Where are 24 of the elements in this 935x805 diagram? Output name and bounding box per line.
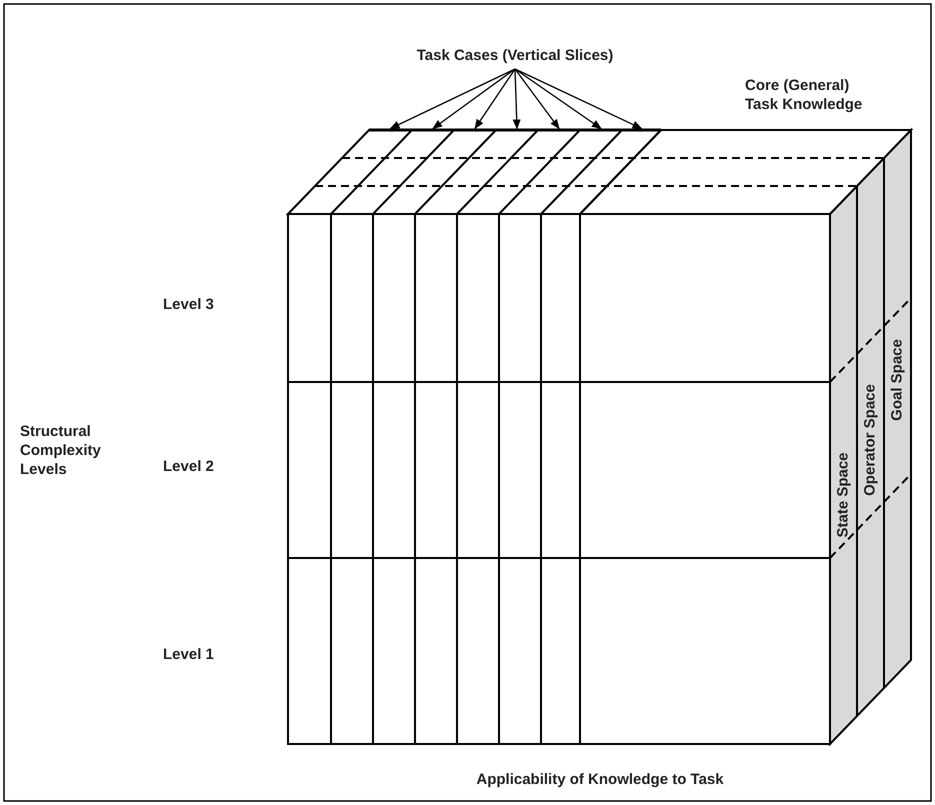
axis-label: Structural Complexity Levels [20, 422, 102, 479]
arrow [512, 68, 521, 130]
arrow [390, 68, 516, 130]
level-label: Level 3 [163, 295, 215, 314]
layer-label: State Space [834, 452, 852, 538]
level-label: Level 2 [163, 457, 215, 476]
slice-top-edge [412, 128, 454, 132]
layer-label: Operator Space [862, 384, 878, 496]
annotation-text: Core (General) Task Knowledge [745, 76, 864, 114]
arrow [514, 68, 602, 130]
level-label: Level 1 [163, 645, 215, 664]
slice-top-edge [454, 128, 496, 132]
slice-top-edge [580, 128, 622, 132]
slice-top-edge [622, 128, 661, 132]
axis-label: Applicability of Knowledge to Task [475, 770, 725, 789]
arrow [432, 68, 516, 130]
heading-text: Task Cases (Vertical Slices) [415, 46, 615, 65]
slice-top-edge [538, 128, 580, 132]
slice-top-edge [496, 128, 538, 132]
arrow [474, 68, 516, 130]
slice-top-edge [369, 128, 412, 132]
arrow [514, 68, 560, 130]
arrow [514, 68, 642, 130]
layer-label: Goal Space [888, 339, 906, 421]
